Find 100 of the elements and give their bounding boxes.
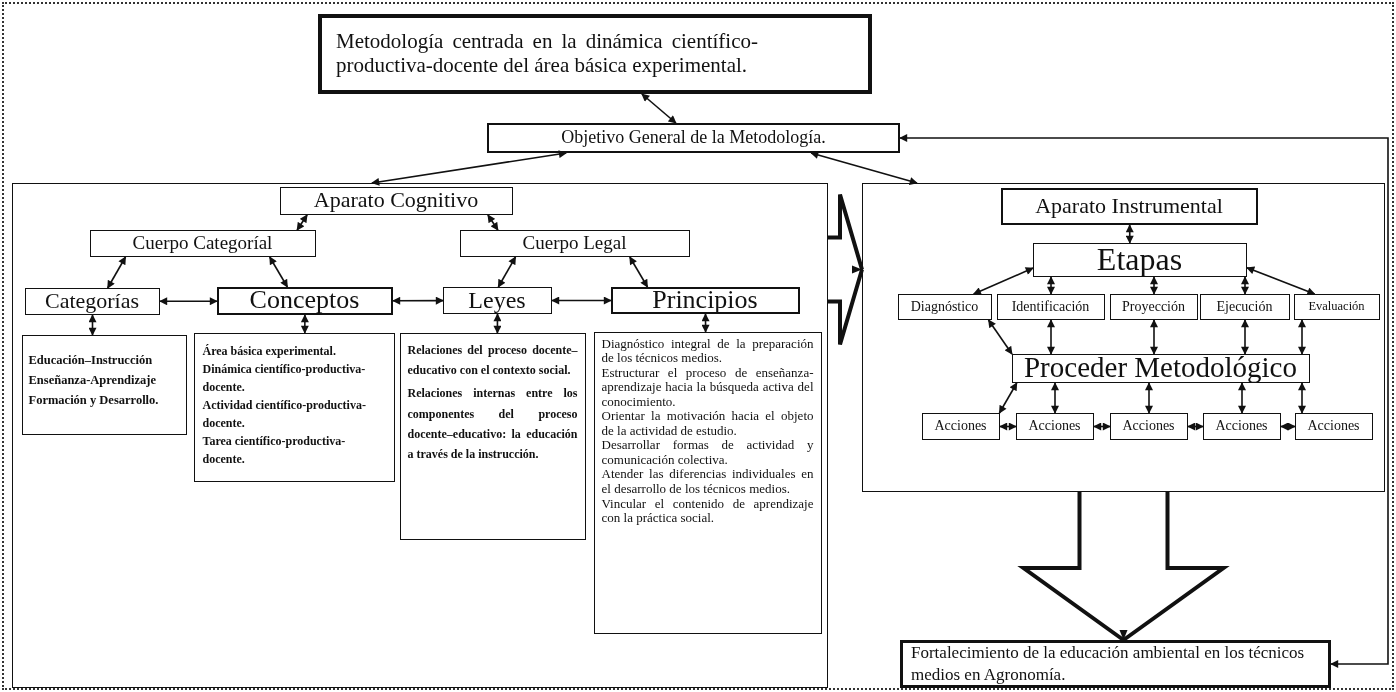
content-box [399, 332, 586, 540]
box-text: Relaciones del proceso docente–educativo con el contexto social. [407, 341, 578, 379]
box-text: Acciones [1121, 418, 1176, 434]
box-text: Leyes [467, 286, 527, 314]
box-text: Ejecución [1215, 298, 1274, 315]
arrow [1047, 276, 1055, 295]
arrow [999, 422, 1017, 431]
arrow [1241, 319, 1249, 355]
arrow [296, 214, 308, 231]
arrow [268, 256, 289, 288]
box-text: Categorías [43, 288, 141, 314]
title-box [318, 14, 872, 94]
box-text: Orientar la motivación hacia el objeto de la actividad de estudio. [601, 409, 814, 439]
arrow [159, 297, 218, 306]
box-text: Diagnóstico integral de la preparación de los técnicos medios. [601, 336, 814, 366]
block-arrow [1017, 490, 1230, 642]
arrow [1150, 276, 1158, 295]
box-text: Cuerpo Categoríal [131, 232, 274, 254]
block-arrow [826, 192, 864, 347]
arrow [106, 256, 127, 289]
box-text: Acciones [1306, 418, 1361, 434]
arrow [300, 314, 309, 334]
arrow [1051, 382, 1059, 414]
concept-box [1109, 412, 1188, 440]
box-text: Proyección [1121, 298, 1186, 315]
panel [862, 183, 1385, 492]
arrow [1246, 266, 1316, 296]
arrow [1241, 276, 1249, 295]
panel [12, 183, 828, 688]
arrow [551, 296, 612, 305]
concept-box [442, 286, 552, 314]
concept-box [1032, 242, 1247, 277]
arrow [899, 134, 1389, 668]
box-text: Metodología centrada en la dinámica científico-productiva-docente del área básica experimental. [336, 30, 758, 78]
concept-box [459, 229, 690, 257]
concept-box [89, 229, 316, 257]
box-text: Relaciones internas entre los componentes del proceso docente–educativo: la educación a través de la instrucción. [407, 385, 578, 464]
concept-box [1294, 412, 1373, 440]
box-text: Fortalecimiento de la educación ambiental en los técnicos medios en Agronomía. [911, 641, 1306, 686]
arrow [1298, 382, 1306, 414]
content-box [21, 334, 187, 435]
concept-box [1000, 187, 1258, 225]
box-text: Actividad científico-productiva-docente. [202, 396, 367, 432]
concept-box [610, 286, 800, 314]
concept-box [1109, 293, 1198, 320]
objective-box [487, 123, 900, 153]
box-text: Dinámica científico-productiva-docente. [202, 360, 367, 396]
box-text: Área básica experimental. [202, 342, 337, 360]
box-text: Estructurar el proceso de enseñanza-aprendizaje hacia la búsqueda activa del conocimiento. [601, 365, 814, 410]
box-text: Evaluación [1307, 299, 1366, 314]
box-text: Vincular el contenido de aprendizaje con la práctica social. [601, 496, 814, 526]
arrow [641, 93, 677, 124]
arrow [1125, 224, 1134, 244]
concept-box [996, 293, 1105, 320]
box-text: Atender las diferencias individuales en el desarrollo de los técnicos medios. [601, 467, 814, 497]
concept-box [897, 293, 992, 320]
concept-box [921, 412, 1000, 440]
arrow [1298, 319, 1306, 355]
arrow [972, 267, 1034, 295]
arrow [701, 313, 710, 333]
arrow [810, 151, 918, 185]
arrow [1280, 422, 1296, 431]
arrow [1187, 422, 1204, 431]
box-text: Desarrollar formas de actividad y comunicación colectiva. [601, 438, 814, 468]
arrow [1047, 319, 1055, 355]
content-box [193, 332, 395, 482]
concept-box [1015, 412, 1094, 440]
arrow [493, 313, 502, 334]
box-text: Tarea científico-productiva-docente. [202, 432, 347, 468]
concept-box [216, 286, 393, 315]
box-text: Identificación [1010, 298, 1091, 315]
box-text: Principios [651, 285, 759, 315]
box-text: Conceptos [248, 286, 361, 315]
box-text: Proceder Metodológico [1023, 352, 1298, 384]
box-text: Objetivo General de la Metodología. [560, 128, 827, 148]
box-text: Aparato Instrumental [1034, 193, 1224, 219]
box-text: Cuerpo Legal [521, 232, 628, 254]
arrow [497, 256, 517, 288]
concept-box [1293, 293, 1380, 320]
box-text: Acciones [933, 418, 988, 434]
arrow [371, 150, 567, 186]
arrow [392, 296, 444, 305]
concept-box [1199, 293, 1290, 320]
arrow [1093, 422, 1111, 431]
arrow [987, 319, 1013, 355]
box-text: Diagnóstico [909, 298, 980, 315]
arrow [998, 382, 1018, 414]
concept-box [279, 186, 513, 215]
arrow [487, 214, 499, 231]
concept-box [1202, 412, 1281, 440]
box-text: Acciones [1214, 418, 1269, 434]
arrow [1145, 382, 1153, 414]
arrow [629, 256, 649, 288]
content-box [593, 331, 822, 634]
concept-box [24, 287, 160, 315]
box-text: Educación–Instrucción Enseñanza-Aprendizaje Formación y Desarrollo. [28, 351, 160, 409]
arrow [1238, 382, 1246, 414]
arrow [88, 314, 97, 336]
box-text: Acciones [1027, 418, 1082, 434]
box-text: Aparato Cognitivo [312, 188, 480, 213]
